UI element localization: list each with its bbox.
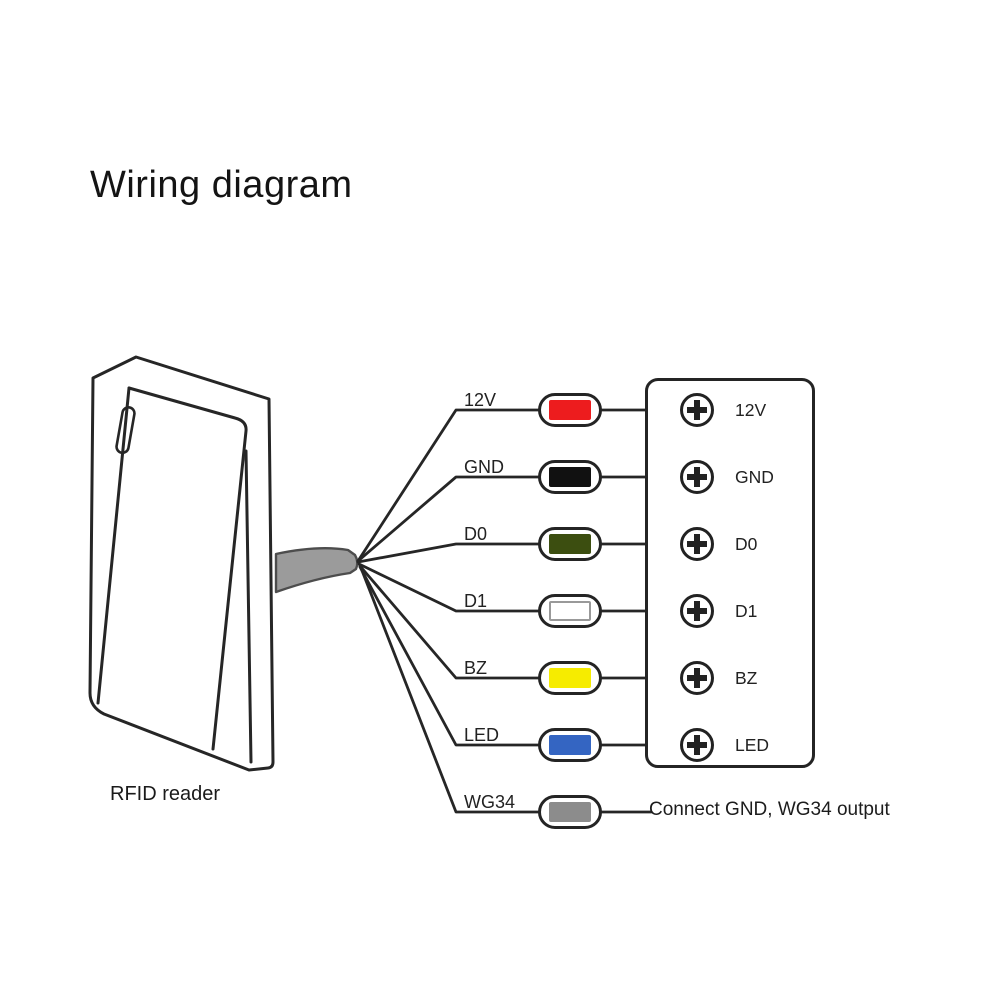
wire-line-12v bbox=[356, 408, 543, 563]
terminal-label: D0 bbox=[735, 533, 758, 554]
wire-line-wg34 bbox=[359, 566, 543, 814]
screw-terminal-icon bbox=[680, 594, 714, 628]
reader-side-face-edge bbox=[244, 449, 253, 764]
wire-color-swatch bbox=[549, 668, 591, 688]
terminal-row: GND bbox=[680, 460, 774, 494]
wire-color-swatch bbox=[549, 400, 591, 420]
reader-front-face-top-right bbox=[127, 386, 248, 751]
screw-terminal-icon bbox=[680, 460, 714, 494]
wire-color-swatch bbox=[549, 735, 591, 755]
terminal-row: D1 bbox=[680, 594, 757, 628]
wire-connector bbox=[538, 661, 602, 695]
wire-label: WG34 bbox=[464, 792, 516, 812]
terminal-label: 12V bbox=[735, 399, 767, 420]
screw-terminal-icon bbox=[680, 393, 714, 427]
wire-connector bbox=[538, 594, 602, 628]
screw-terminal-icon bbox=[680, 527, 714, 561]
page-title: Wiring diagram bbox=[90, 164, 353, 206]
wg34-note: Connect GND, WG34 output bbox=[649, 799, 890, 820]
wire-connector bbox=[538, 527, 602, 561]
wire-label: GND bbox=[464, 457, 504, 477]
wire-terminal-segments bbox=[597, 408, 653, 814]
terminal-label: BZ bbox=[735, 667, 758, 688]
wire-color-swatch bbox=[549, 467, 591, 487]
wire-color-swatch bbox=[549, 802, 591, 822]
wire-line-led bbox=[358, 565, 543, 747]
wire-line-d0 bbox=[356, 542, 543, 564]
wire-color-swatch bbox=[549, 601, 591, 621]
screw-terminal-icon bbox=[680, 728, 714, 762]
wire-label: D0 bbox=[464, 524, 488, 544]
terminal-row: LED bbox=[680, 728, 769, 762]
wire-line-d1 bbox=[357, 562, 543, 613]
wire-connector bbox=[538, 728, 602, 762]
reader-back-outline bbox=[88, 355, 275, 772]
wire-label: D1 bbox=[464, 591, 488, 611]
wire-line-bz bbox=[358, 564, 543, 680]
terminal-label: LED bbox=[735, 734, 770, 755]
reader-label: RFID reader bbox=[110, 783, 221, 805]
wire-fan-lines bbox=[356, 408, 543, 814]
wire-label: BZ bbox=[464, 658, 488, 678]
wire-connector bbox=[538, 393, 602, 427]
terminal-label: D1 bbox=[735, 600, 758, 621]
terminal-row: BZ bbox=[680, 661, 757, 695]
terminal-row: 12V bbox=[680, 393, 766, 427]
rfid-reader-drawing bbox=[88, 355, 275, 772]
cable bbox=[274, 547, 359, 594]
wire-line-gnd bbox=[356, 475, 543, 563]
terminal-row: D0 bbox=[680, 527, 757, 561]
screw-terminal-icon bbox=[680, 661, 714, 695]
wire-color-swatch bbox=[549, 534, 591, 554]
wire-connector bbox=[538, 795, 602, 829]
wire-label: 12V bbox=[464, 390, 497, 410]
wire-connector bbox=[538, 460, 602, 494]
wire-label: LED bbox=[464, 725, 500, 745]
terminal-block: 12V GND D0 D1 BZ LED bbox=[645, 378, 815, 768]
terminal-label: GND bbox=[735, 466, 774, 487]
reader-front-face-left-edge bbox=[96, 386, 131, 705]
reader-led-slot bbox=[115, 406, 136, 455]
